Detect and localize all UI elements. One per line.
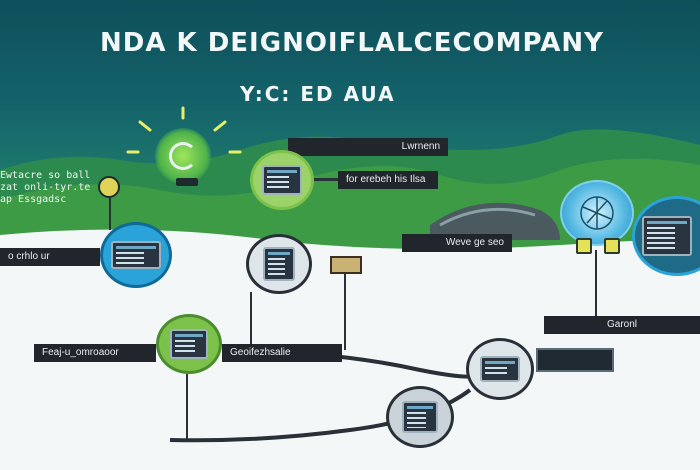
side-line: Ewtacre so ball <box>0 170 91 181</box>
side-line: zat onli-tyr.te <box>0 182 91 193</box>
bulb-small-icon <box>604 238 620 254</box>
monitor-icon <box>262 165 302 195</box>
laptop-icon <box>263 247 295 281</box>
photo-icon <box>330 256 362 274</box>
banner-left: o crhlo ur <box>0 248 100 266</box>
banner-bottom-left: Feaj-u_omroaoor <box>34 344 156 362</box>
globe-icon <box>560 180 634 246</box>
keyboard-icon <box>480 356 520 382</box>
page-subtitle: Y:C: ED AUA <box>240 82 396 106</box>
device-icon <box>536 348 614 372</box>
monitor-node-bottom <box>386 386 454 448</box>
banner-top: Lwrnenn <box>288 138 448 156</box>
laptop-icon <box>170 329 208 359</box>
side-line: ap Essgadsc <box>0 194 67 205</box>
monitor-node-right <box>632 196 700 276</box>
banner-mid: for erebeh his Ilsa <box>338 171 438 189</box>
bulb-small-icon <box>576 238 592 254</box>
banner-right: Garonl <box>544 316 700 334</box>
laptop-node <box>246 234 312 294</box>
tablet-icon <box>111 241 161 269</box>
laptop-node-bottom <box>156 314 222 374</box>
network-graphic <box>580 196 614 230</box>
banner-bottom-center: Geoifezhsalie <box>222 344 342 362</box>
lightbulb-icon <box>155 128 211 184</box>
lamp-icon <box>98 176 120 198</box>
monitor-icon <box>402 401 438 433</box>
monitor-node <box>250 150 314 210</box>
side-description: Ewtacre so ball zat onli-tyr.te ap Essga… <box>0 170 90 206</box>
keyboard-node <box>466 338 534 400</box>
monitor-icon <box>642 216 692 256</box>
banner-mid-right: Weve ge seo <box>402 234 512 252</box>
tablet-node <box>100 222 172 288</box>
bulb-base <box>176 178 198 186</box>
page-title: NDA K DEIGNOIFLALCECOMPANY <box>100 28 604 58</box>
